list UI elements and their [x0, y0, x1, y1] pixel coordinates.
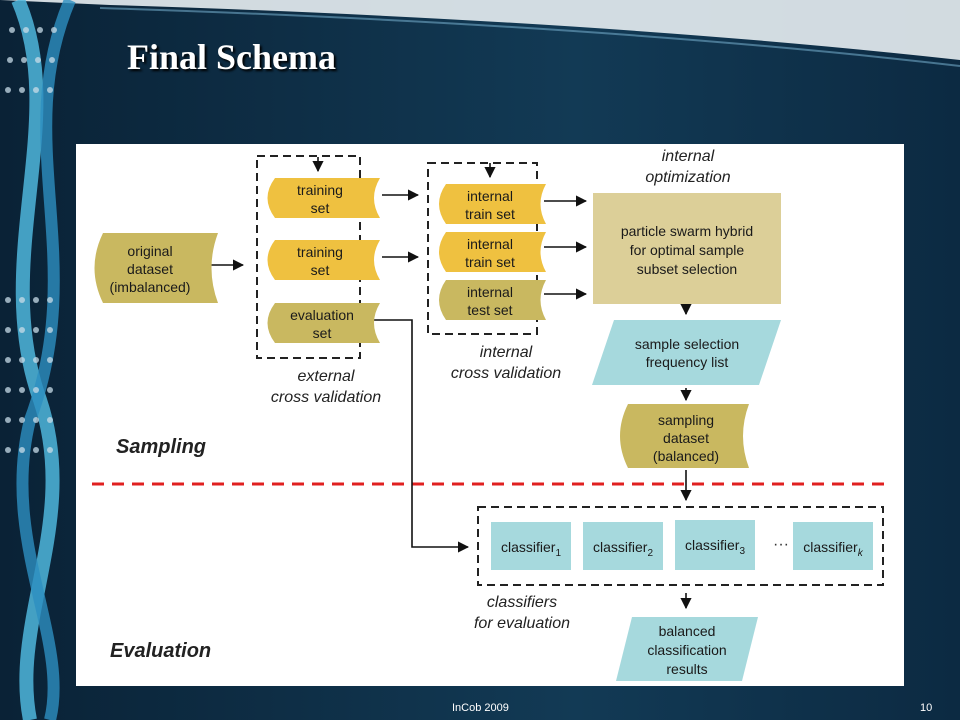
results-line-2: classification: [647, 642, 726, 658]
internal-test-line-1: internal: [467, 284, 513, 300]
frequency-list-line-1: sample selection: [635, 336, 739, 352]
evaluation-set-line-1: evaluation: [290, 307, 354, 323]
training-set-2-line-1: training: [297, 244, 343, 260]
external-cv-caption-line-1: external: [298, 368, 355, 385]
training-set-node-2: training set: [267, 240, 380, 280]
internal-test-set-node: internal test set: [439, 280, 546, 320]
internal-cv-caption-line-1: internal: [480, 344, 533, 361]
results-node: balanced classification results: [616, 617, 758, 681]
internal-train-2-line-1: internal: [467, 236, 513, 252]
results-line-1: balanced: [659, 623, 716, 639]
external-cv-caption-line-2: cross validation: [271, 389, 381, 406]
training-set-node-1: training set: [267, 178, 380, 218]
internal-cv-box: [427, 162, 538, 335]
external-cv-box: [256, 155, 361, 359]
dna-helix-decoration: [5, 0, 76, 720]
sampling-dataset-line-3: (balanced): [653, 448, 719, 464]
classifiers-caption-line-2: for evaluation: [474, 615, 570, 632]
original-dataset-line-3: (imbalanced): [110, 279, 191, 295]
svg-text:classifierk: classifierk: [803, 539, 863, 559]
internal-optimization-line-1: internal: [662, 148, 715, 165]
evaluation-set-line-2: set: [313, 325, 332, 341]
sampling-dataset-line-1: sampling: [658, 412, 714, 428]
footer-conference: InCob 2009: [452, 702, 509, 714]
flow-arrows: [210, 157, 692, 610]
internal-cv-caption-line-2: cross validation: [451, 365, 561, 382]
results-line-3: results: [666, 661, 707, 677]
sampling-section-label: Sampling: [116, 436, 206, 458]
frequency-list-line-2: frequency list: [646, 354, 729, 370]
pso-line-3: subset selection: [637, 261, 737, 277]
original-dataset-line-1: original: [127, 243, 172, 259]
svg-text:classifier1: classifier1: [501, 539, 561, 559]
classifier-node-2: classifier2: [583, 522, 663, 570]
internal-train-set-node-1: internal train set: [439, 184, 546, 224]
footer-page-number: 10: [920, 702, 933, 714]
header-swoosh: [0, 0, 960, 60]
internal-train-1-line-1: internal: [467, 188, 513, 204]
classifier-ellipsis: ···: [773, 536, 789, 553]
original-dataset-line-2: dataset: [127, 261, 173, 277]
classifier-node-1: classifier1: [491, 522, 571, 570]
svg-text:classifier2: classifier2: [593, 539, 653, 559]
classifier-node-k: classifierk: [793, 522, 873, 570]
frequency-list-node: sample selection frequency list: [592, 320, 781, 385]
training-set-1-line-2: set: [311, 200, 330, 216]
classifier-node-3: classifier3: [675, 520, 755, 570]
pso-line-2: for optimal sample: [630, 242, 745, 258]
pso-box-node: particle swarm hybrid for optimal sample…: [593, 193, 781, 304]
internal-train-set-node-2: internal train set: [439, 232, 546, 272]
classifiers-caption-line-1: classifiers: [487, 594, 557, 611]
internal-train-2-line-2: train set: [465, 254, 515, 270]
internal-train-1-line-2: train set: [465, 206, 515, 222]
pso-line-1: particle swarm hybrid: [621, 223, 753, 239]
evaluation-set-node: evaluation set: [267, 303, 380, 343]
internal-optimization-line-2: optimization: [645, 169, 730, 186]
training-set-2-line-2: set: [311, 262, 330, 278]
sampling-dataset-line-2: dataset: [663, 430, 709, 446]
slide-title: Final Schema: [127, 37, 337, 77]
evaluation-section-label: Evaluation: [110, 640, 211, 662]
training-set-1-line-1: training: [297, 182, 343, 198]
internal-test-line-2: test set: [467, 302, 512, 318]
original-dataset-node: original dataset (imbalanced): [94, 233, 218, 303]
classifiers-box: [477, 506, 884, 586]
sampling-dataset-node: sampling dataset (balanced): [620, 404, 749, 468]
svg-text:classifier3: classifier3: [685, 537, 745, 557]
